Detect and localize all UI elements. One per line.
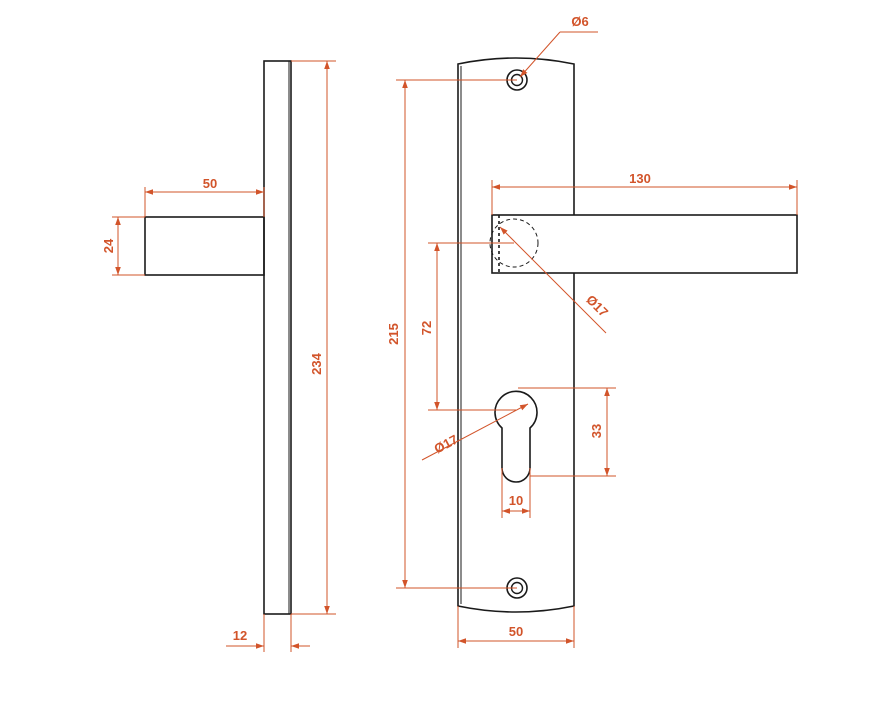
label-side-lever-length: 50 [203, 176, 217, 191]
leader-spindle [499, 226, 607, 334]
label-side-plate-height: 234 [309, 352, 324, 374]
side-view-dimensions [112, 60, 336, 652]
front-view [457, 57, 798, 613]
label-side-plate-thickness: 12 [233, 628, 247, 643]
front-backplate [457, 57, 575, 613]
front-view-dimensions [396, 31, 798, 648]
front-lever [491, 214, 798, 274]
side-plate [263, 60, 292, 615]
label-screw-hole-diameter: Ø6 [571, 14, 588, 29]
label-slot-width: 10 [509, 493, 523, 508]
leader-cylinder [421, 403, 529, 461]
label-spindle-to-cylinder: 72 [419, 321, 434, 335]
side-lever [144, 216, 265, 276]
label-plate-width: 50 [509, 624, 523, 639]
leader-screw-hole [519, 31, 561, 78]
label-cylinder-height: 33 [589, 424, 604, 438]
label-spindle-diameter: Ø17 [583, 292, 611, 320]
label-cylinder-diameter: Ø17 [432, 432, 461, 457]
side-view [144, 60, 292, 615]
label-front-lever-length: 130 [629, 171, 651, 186]
label-side-lever-height: 24 [101, 238, 116, 253]
label-hole-spacing: 215 [386, 323, 401, 345]
front-view-labels: Ø6 130 Ø17 215 72 Ø17 33 10 50 [386, 14, 651, 639]
cylinder-cutout [494, 390, 538, 483]
side-view-labels: 50 24 234 12 [101, 176, 324, 643]
spindle-hidden-circle [489, 218, 539, 268]
